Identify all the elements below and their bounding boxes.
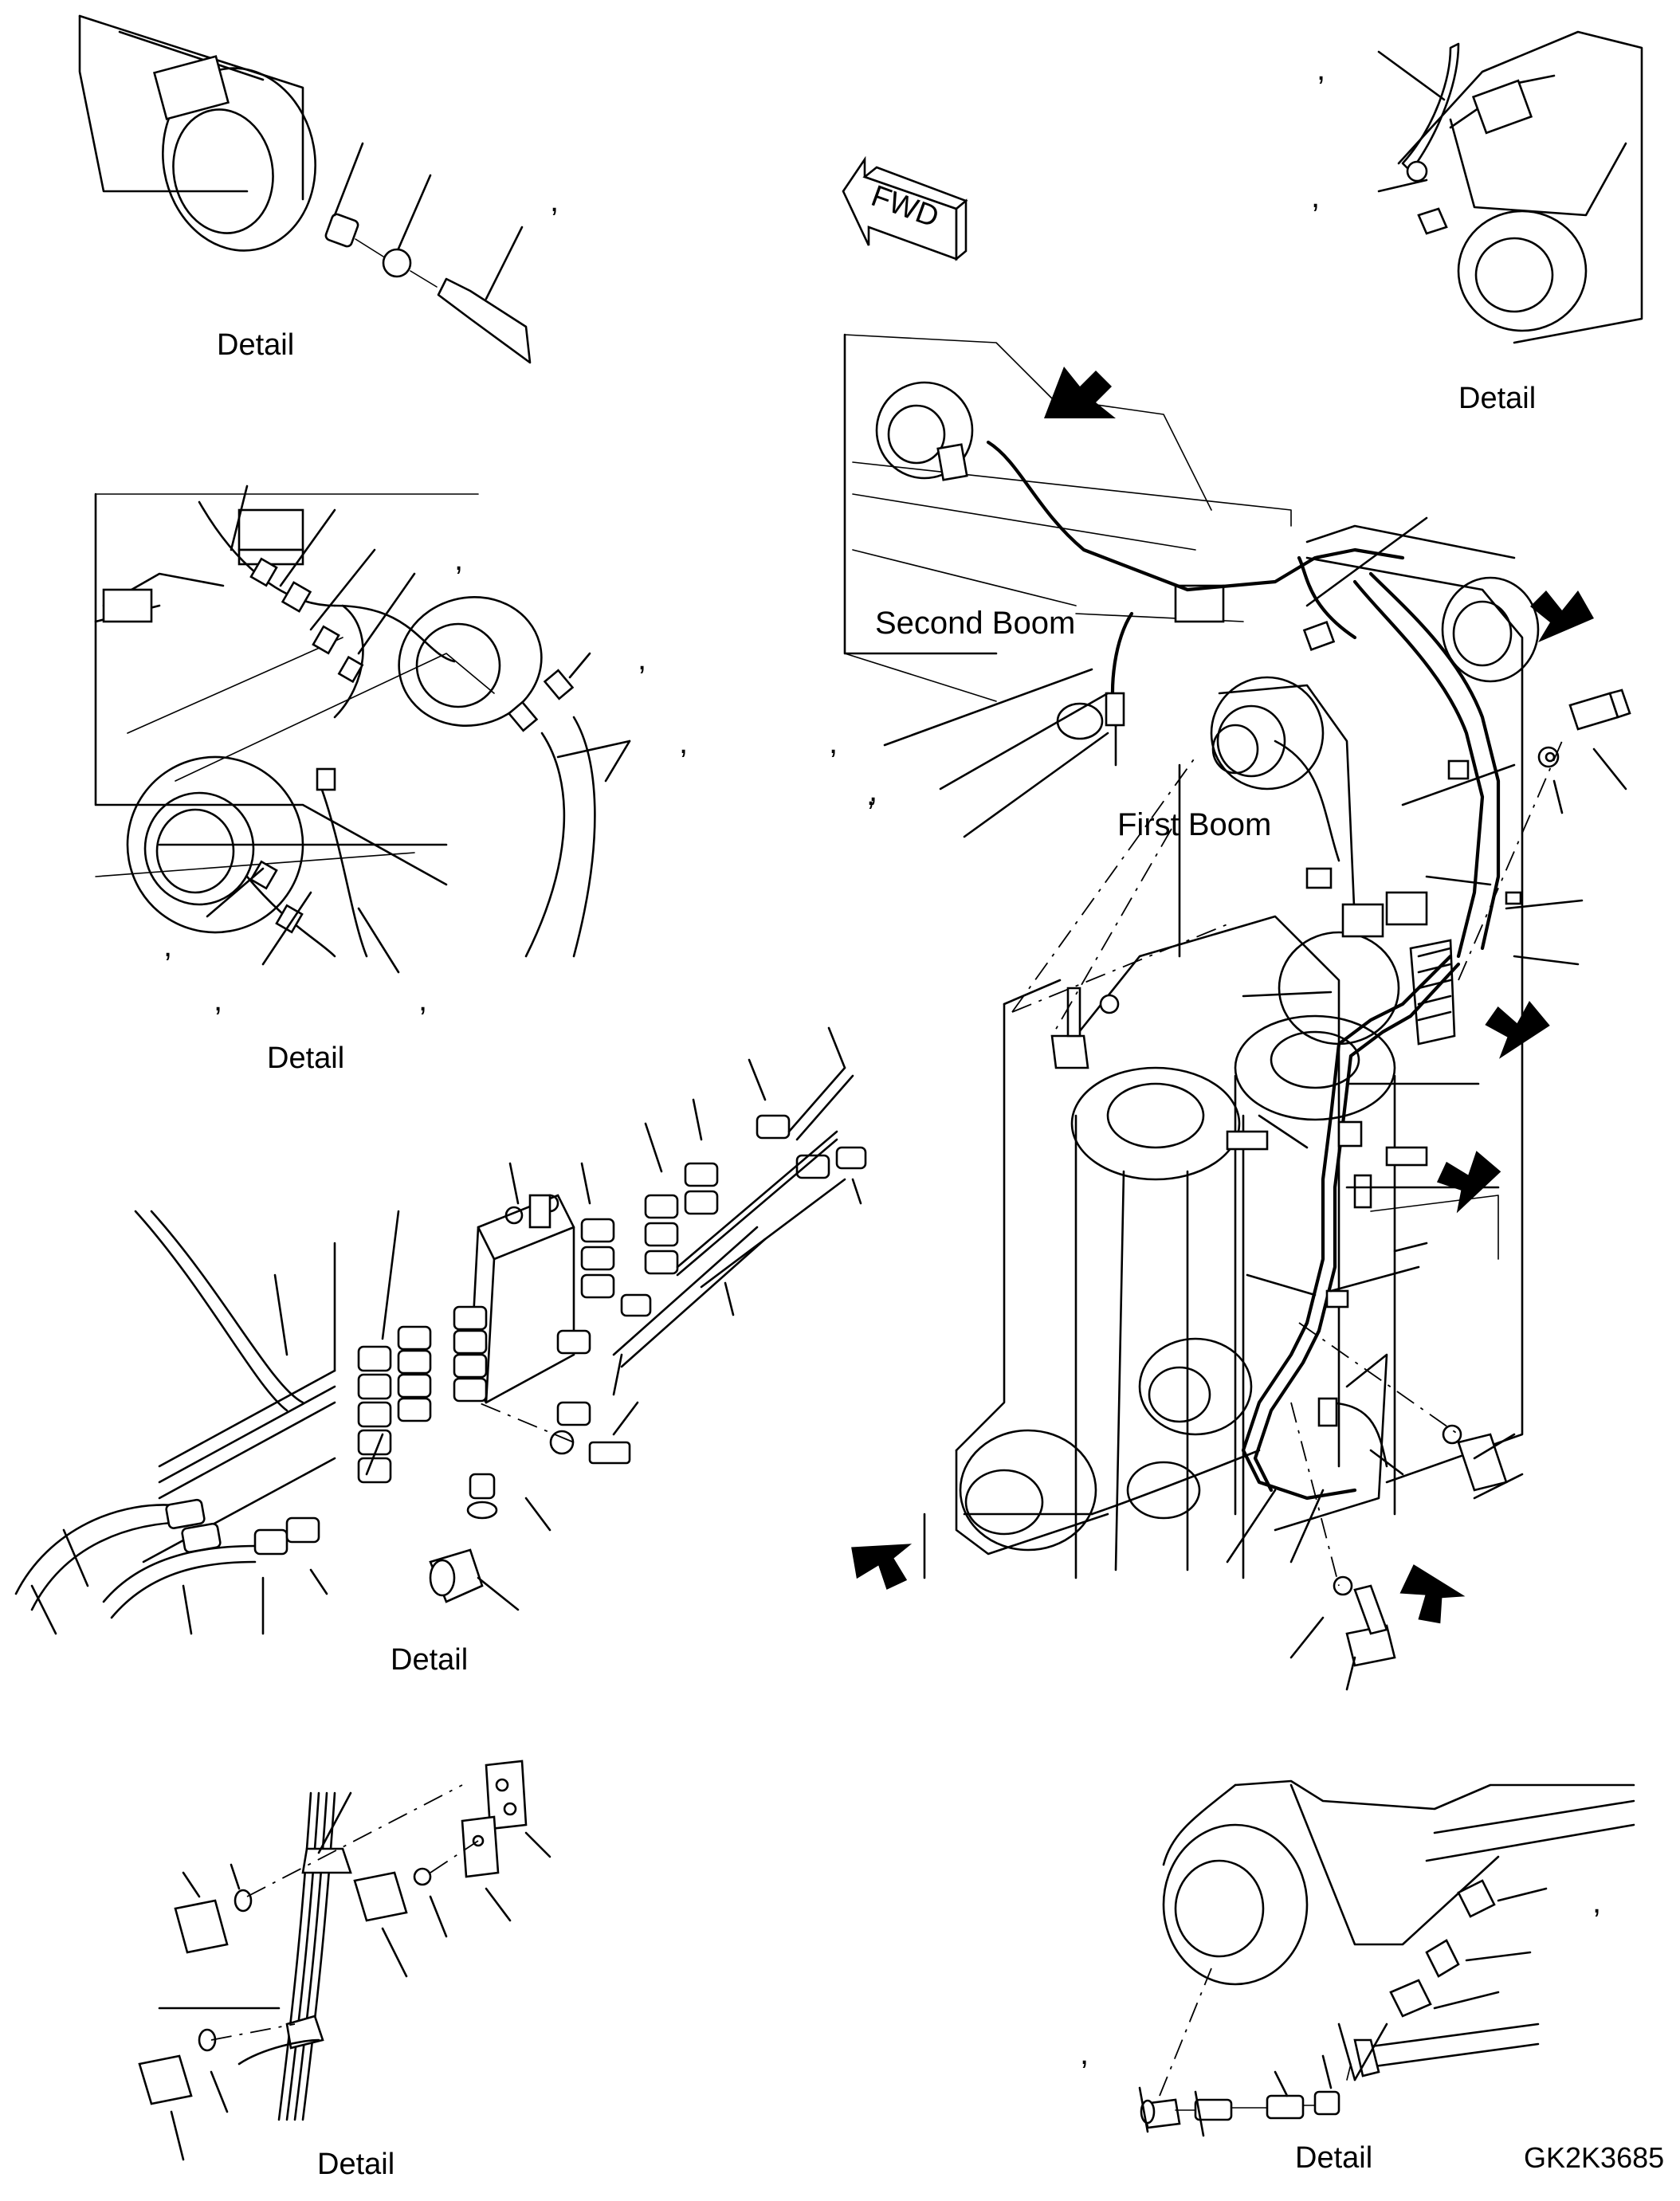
detail-6-drawing bbox=[1138, 1779, 1635, 2137]
detail-2-caption: Detail bbox=[1458, 382, 1536, 415]
detail-5-drawing bbox=[138, 1760, 551, 2161]
detail-3-mark-7: , bbox=[214, 983, 222, 1018]
detail-3-mark-6: , bbox=[163, 928, 172, 963]
detail-1-drawing bbox=[78, 14, 532, 364]
detail-3-mark-1: , bbox=[454, 542, 463, 577]
detail-3-mark-3: , bbox=[679, 725, 688, 760]
main-mark-1: , bbox=[866, 777, 875, 812]
detail-2-drawing bbox=[1377, 30, 1643, 344]
view-arrows bbox=[851, 367, 1594, 1624]
second-boom-label: Second Boom bbox=[875, 606, 1075, 641]
detail-5-caption: Detail bbox=[317, 2148, 394, 2181]
detail-3-mark-5: , bbox=[869, 773, 877, 808]
manifold-fittings bbox=[357, 1114, 867, 1484]
detail-1-mark: , bbox=[550, 183, 559, 218]
drawing-code: GK2K3685 bbox=[1524, 2141, 1664, 2174]
main-boom-drawing bbox=[843, 333, 1631, 1691]
detail-6-mark-2: , bbox=[1080, 2036, 1089, 2071]
detail-6-caption: Detail bbox=[1295, 2141, 1372, 2175]
detail-3-caption: Detail bbox=[267, 1042, 344, 1075]
first-boom-hardware bbox=[1050, 689, 1631, 1667]
detail-2-mark-2: , bbox=[1311, 179, 1320, 214]
detail-3-mark-4: , bbox=[829, 725, 838, 760]
fwd-arrow bbox=[842, 155, 968, 261]
detail-6-mark-1: , bbox=[1592, 1885, 1601, 1920]
first-boom-label: First Boom bbox=[1117, 807, 1271, 842]
detail-4-caption: Detail bbox=[391, 1643, 468, 1677]
detail-3-mark-8: , bbox=[418, 983, 427, 1018]
detail-1-caption: Detail bbox=[217, 328, 294, 362]
detail-4-drawing bbox=[14, 1026, 867, 1635]
detail-3-drawing bbox=[94, 485, 631, 974]
detail-2-mark-1: , bbox=[1317, 52, 1325, 87]
detail-3-mark-2: , bbox=[638, 641, 646, 677]
